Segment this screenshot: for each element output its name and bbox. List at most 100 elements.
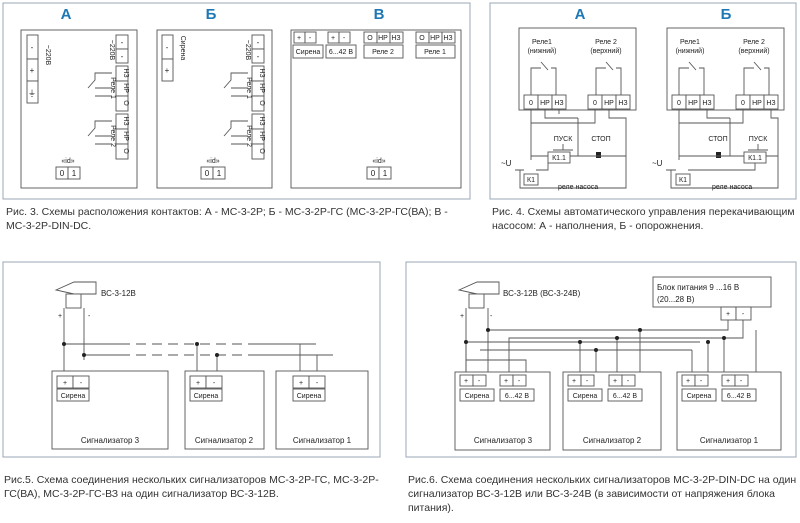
svg-text:НЗ: НЗ bbox=[766, 100, 775, 107]
svg-text:НР: НР bbox=[430, 35, 440, 42]
svg-text:+: + bbox=[460, 313, 464, 320]
svg-text:+: + bbox=[464, 378, 468, 385]
svg-text:~U: ~U bbox=[652, 159, 663, 168]
svg-text:0: 0 bbox=[205, 169, 210, 178]
fig4-panel-a: Реле1 (нижний) Реле 2 (верхний) 0 НР НЗ … bbox=[501, 27, 637, 191]
svg-text:0: 0 bbox=[741, 100, 745, 107]
svg-text:НЗ: НЗ bbox=[258, 116, 265, 125]
svg-text:(20...28 В): (20...28 В) bbox=[657, 295, 695, 304]
svg-text:0: 0 bbox=[677, 100, 681, 107]
svg-text:-: - bbox=[121, 52, 124, 61]
fig6-signaler-2: + - + - Сирена 6...42 В Сигнализатор 2 bbox=[562, 371, 662, 451]
svg-text:0: 0 bbox=[60, 169, 65, 178]
fig3-caption: Рис. 3. Схемы расположения контактов: А … bbox=[6, 206, 448, 232]
svg-text:«id»: «id» bbox=[61, 158, 74, 165]
svg-text:6...42 В: 6...42 В bbox=[505, 393, 529, 400]
svg-text:ПУСК: ПУСК bbox=[749, 136, 769, 143]
svg-text:Реле 2: Реле 2 bbox=[743, 39, 765, 46]
figure-3: А - + ⏚ ~220В - - ~220В НЗ НР О Реле 1 Н… bbox=[2, 2, 471, 200]
svg-text:+: + bbox=[726, 311, 730, 318]
fig6-caption: Рис.6. Схема соединения нескольких сигна… bbox=[408, 474, 797, 514]
svg-text:-: - bbox=[343, 35, 346, 42]
svg-text:Сирена: Сирена bbox=[179, 36, 186, 61]
svg-text:ВС-3-12В (ВС-3-24В): ВС-3-12В (ВС-3-24В) bbox=[503, 289, 581, 298]
svg-text:+: + bbox=[686, 378, 690, 385]
fig6-signaler-1: + - + - Сирена 6...42 В Сигнализатор 1 bbox=[676, 371, 782, 451]
svg-text:реле насоса: реле насоса bbox=[712, 184, 752, 191]
figure-4: А Б Реле1 (нижний) Реле 2 (верхний) 0 НР… bbox=[489, 2, 797, 200]
svg-text:Сирена: Сирена bbox=[61, 393, 86, 400]
svg-text:НР: НР bbox=[688, 100, 698, 107]
fig4-panel-b: Реле1 (нижний) Реле 2 (верхний) 0 НР НЗ … bbox=[652, 27, 785, 191]
svg-text:Реле 1: Реле 1 bbox=[245, 77, 252, 99]
svg-text:-: - bbox=[586, 378, 589, 385]
svg-text:НЗ: НЗ bbox=[618, 100, 627, 107]
svg-text:1: 1 bbox=[217, 169, 222, 178]
fig3-panel-c-label: В bbox=[374, 6, 385, 23]
svg-text:НР: НР bbox=[258, 83, 265, 93]
svg-text:-: - bbox=[213, 380, 216, 387]
svg-text:Сигнализатор 1: Сигнализатор 1 bbox=[700, 436, 759, 445]
fig6-signaler-3: + - + - Сирена 6...42 В Сигнализатор 3 bbox=[454, 371, 551, 451]
svg-text:-: - bbox=[88, 313, 91, 320]
svg-text:-: - bbox=[478, 378, 481, 385]
svg-text:6...42 В: 6...42 В bbox=[613, 393, 637, 400]
fig3-panel-a: А - + ⏚ ~220В - - ~220В НЗ НР О Реле 1 Н… bbox=[20, 6, 138, 189]
fig3-panel-a-label: А bbox=[61, 6, 72, 23]
fig5-signaler-3: + - Сирена Сигнализатор 3 bbox=[51, 370, 169, 450]
svg-text:О: О bbox=[258, 148, 265, 154]
figure-6: ВС-3-12В (ВС-3-24В) + - Блок питания 9 .… bbox=[405, 261, 797, 458]
svg-text:Сирена: Сирена bbox=[687, 393, 712, 400]
svg-text:К1: К1 bbox=[679, 177, 687, 184]
svg-text:Реле 2: Реле 2 bbox=[595, 39, 617, 46]
svg-text:+: + bbox=[196, 380, 200, 387]
svg-text:-: - bbox=[627, 378, 630, 385]
fig4-panel-a-label: А bbox=[575, 6, 586, 23]
svg-text:Реле1: Реле1 bbox=[680, 39, 700, 46]
svg-text:К1: К1 bbox=[527, 177, 535, 184]
svg-text:СТОП: СТОП bbox=[708, 136, 727, 143]
svg-text:+: + bbox=[331, 35, 335, 42]
svg-text:НЗ: НЗ bbox=[122, 68, 129, 77]
svg-text:+: + bbox=[572, 378, 576, 385]
svg-text:О: О bbox=[258, 100, 265, 106]
svg-text:(нижний): (нижний) bbox=[676, 47, 705, 55]
svg-text:НЗ: НЗ bbox=[391, 35, 400, 42]
svg-text:+: + bbox=[297, 35, 301, 42]
fig3-panel-c: В + - + - О НР НЗ О НР НЗ Сирена bbox=[290, 6, 462, 189]
svg-text:+: + bbox=[63, 380, 67, 387]
svg-text:Сигнализатор 1: Сигнализатор 1 bbox=[293, 436, 352, 445]
svg-text:0: 0 bbox=[371, 169, 376, 178]
svg-text:О: О bbox=[122, 100, 129, 106]
svg-text:СТОП: СТОП bbox=[591, 136, 610, 143]
svg-text:НЗ: НЗ bbox=[443, 35, 452, 42]
svg-text:~220В: ~220В bbox=[44, 45, 51, 66]
svg-text:Реле 2: Реле 2 bbox=[372, 49, 394, 56]
svg-text:НР: НР bbox=[258, 131, 265, 141]
svg-text:6...42 В: 6...42 В bbox=[329, 49, 353, 56]
svg-text:-: - bbox=[742, 311, 745, 318]
fig3-panel-b: Б - + Сирена - - ~220В НЗ НР О Реле 1 НЗ… bbox=[156, 6, 273, 189]
svg-text:0: 0 bbox=[529, 100, 533, 107]
svg-text:+: + bbox=[58, 313, 62, 320]
svg-text:К1.1: К1.1 bbox=[748, 155, 762, 162]
psu-box bbox=[652, 276, 772, 308]
svg-text:НЗ: НЗ bbox=[258, 68, 265, 77]
svg-text:НЗ: НЗ bbox=[702, 100, 711, 107]
svg-text:-: - bbox=[700, 378, 703, 385]
svg-text:Сигнализатор 3: Сигнализатор 3 bbox=[474, 436, 533, 445]
svg-text:+: + bbox=[30, 66, 35, 75]
svg-text:+: + bbox=[299, 380, 303, 387]
svg-text:НР: НР bbox=[540, 100, 550, 107]
svg-text:+: + bbox=[165, 66, 170, 75]
svg-text:реле насоса: реле насоса bbox=[558, 184, 598, 191]
svg-text:Сигнализатор 3: Сигнализатор 3 bbox=[81, 436, 140, 445]
svg-text:Сирена: Сирена bbox=[194, 393, 219, 400]
svg-text:Сирена: Сирена bbox=[573, 393, 598, 400]
fig5-signaler-2: + - Сирена Сигнализатор 2 bbox=[184, 370, 265, 450]
figure-5: ВС-3-12В + - + - Сирена Сигнализатор 3 + bbox=[2, 261, 381, 458]
svg-text:-: - bbox=[31, 43, 34, 52]
fig3-panel-b-label: Б bbox=[206, 6, 217, 23]
siren-horn-icon bbox=[54, 281, 97, 295]
